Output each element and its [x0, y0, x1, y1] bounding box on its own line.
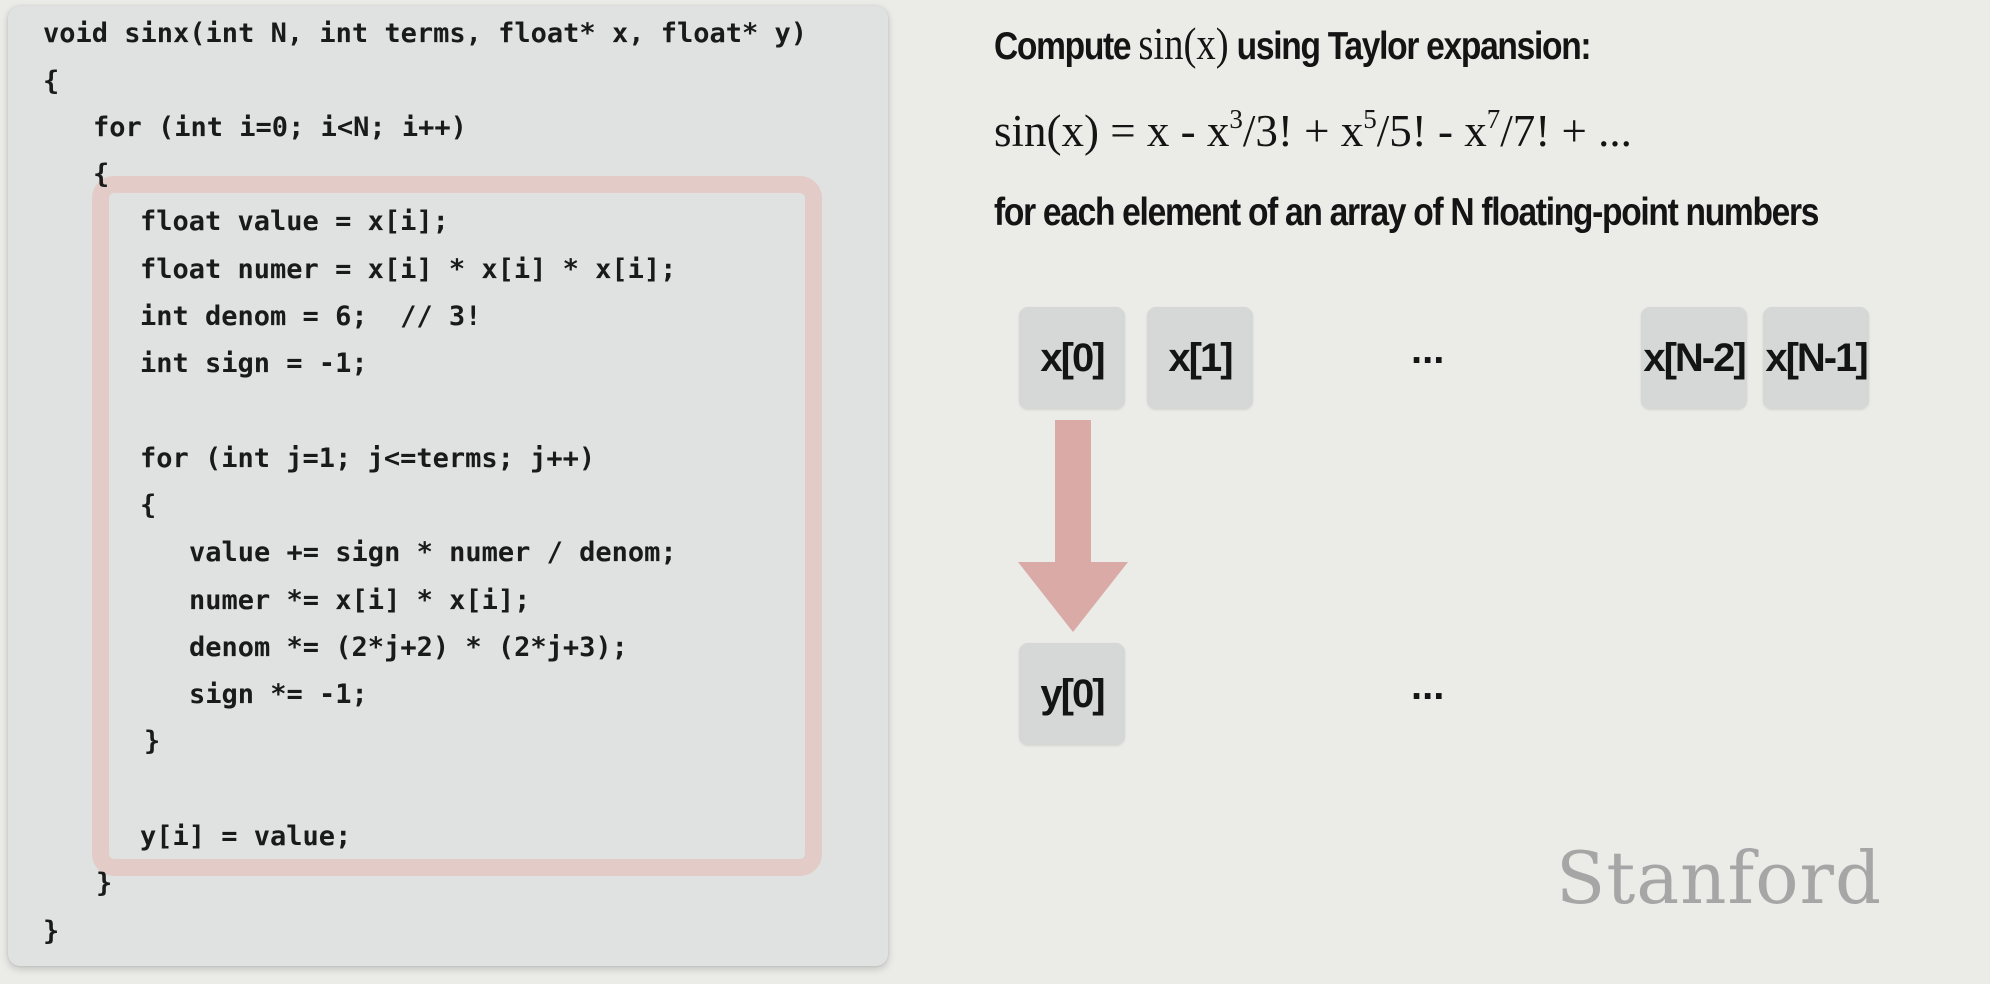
code-line: numer *= x[i] * x[i];: [189, 585, 531, 616]
formula-power: 3: [1229, 104, 1243, 134]
code-line: sign *= -1;: [189, 679, 368, 710]
heading-math: sin(x): [1138, 19, 1229, 69]
stanford-logo: Stanford: [1556, 836, 1883, 920]
code-line: {: [140, 490, 157, 521]
code-panel: void sinx(int N, int terms, float* x, fl…: [8, 6, 888, 966]
heading-prefix: Compute: [994, 25, 1132, 68]
down-arrow-icon: [1018, 420, 1128, 632]
formula-power: 7: [1486, 104, 1501, 134]
formula-term: /7! + ...: [1500, 106, 1632, 156]
code-line: for (int j=1; j<=terms; j++): [140, 443, 596, 474]
code-line: for (int i=0; i<N; i++): [93, 112, 467, 143]
slide-heading: Compute sin(x) using Taylor expansion:: [994, 18, 1592, 70]
loop-body-highlight: [92, 176, 822, 876]
array-cell-input: x[N-1]: [1763, 307, 1869, 409]
array-cell-output: y[0]: [1019, 643, 1125, 745]
array-cell-input: x[0]: [1019, 307, 1125, 409]
code-line: int denom = 6; // 3!: [140, 301, 482, 332]
code-line: y[i] = value;: [140, 821, 352, 852]
code-line: }: [96, 868, 113, 899]
output-ellipsis: ...: [1411, 664, 1445, 708]
taylor-formula: sin(x) = x - x3/3! + x5/5! - x7/7! + ...: [994, 105, 1632, 157]
heading-suffix: using Taylor expansion:: [1236, 25, 1592, 68]
formula-lhs: sin(x) = x - x: [994, 106, 1230, 156]
formula-term: /3! + x: [1242, 106, 1364, 156]
formula-power: 5: [1363, 104, 1377, 134]
code-line: float value = x[i];: [140, 206, 449, 237]
code-line: }: [144, 726, 161, 757]
code-line: }: [43, 916, 60, 947]
array-cell-input: x[1]: [1147, 307, 1253, 409]
code-line: {: [43, 66, 60, 97]
code-line: float numer = x[i] * x[i] * x[i];: [140, 254, 677, 285]
slide-subheading: for each element of an array of N floati…: [994, 191, 1819, 234]
formula-term: /5! - x: [1376, 106, 1487, 156]
code-line: {: [93, 159, 110, 190]
code-line: int sign = -1;: [140, 348, 368, 379]
array-cell-input: x[N-2]: [1641, 307, 1747, 409]
code-line: void sinx(int N, int terms, float* x, fl…: [43, 18, 808, 49]
code-line: value += sign * numer / denom;: [189, 537, 677, 568]
code-line: denom *= (2*j+2) * (2*j+3);: [189, 632, 628, 663]
input-ellipsis: ...: [1411, 328, 1445, 372]
